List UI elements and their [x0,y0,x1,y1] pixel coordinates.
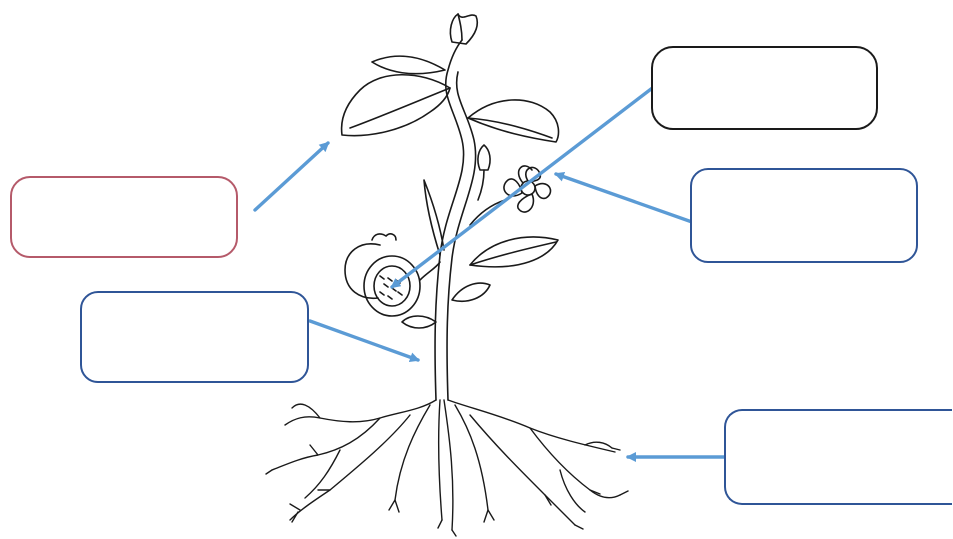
plant-stem-edge [446,71,477,401]
plant-illustration [265,13,629,537]
roots [265,399,629,537]
label-box-leaf[interactable] [10,176,238,258]
label-box-seed[interactable] [651,46,878,130]
side-bud [477,144,491,171]
arrow-seed [390,84,657,289]
top-bud [449,13,479,45]
arrow-stem [308,319,420,362]
upper-left-leaf [340,73,451,137]
small-upper-leaf [371,55,446,75]
label-box-flower[interactable] [690,168,918,263]
right-middle-leaf [469,236,559,268]
upper-right-leaf [467,99,560,143]
lower-left-leaf [401,315,437,329]
narrow-leaf [423,179,445,256]
arrow-leaf [253,141,330,212]
arrow-flower [554,171,694,224]
label-box-stem[interactable] [80,291,309,383]
lower-right-leaf [451,282,491,302]
plant-stem [434,39,465,401]
fruit-cross-section [363,255,421,317]
label-box-root[interactable] [724,409,952,505]
fruit [344,243,381,299]
